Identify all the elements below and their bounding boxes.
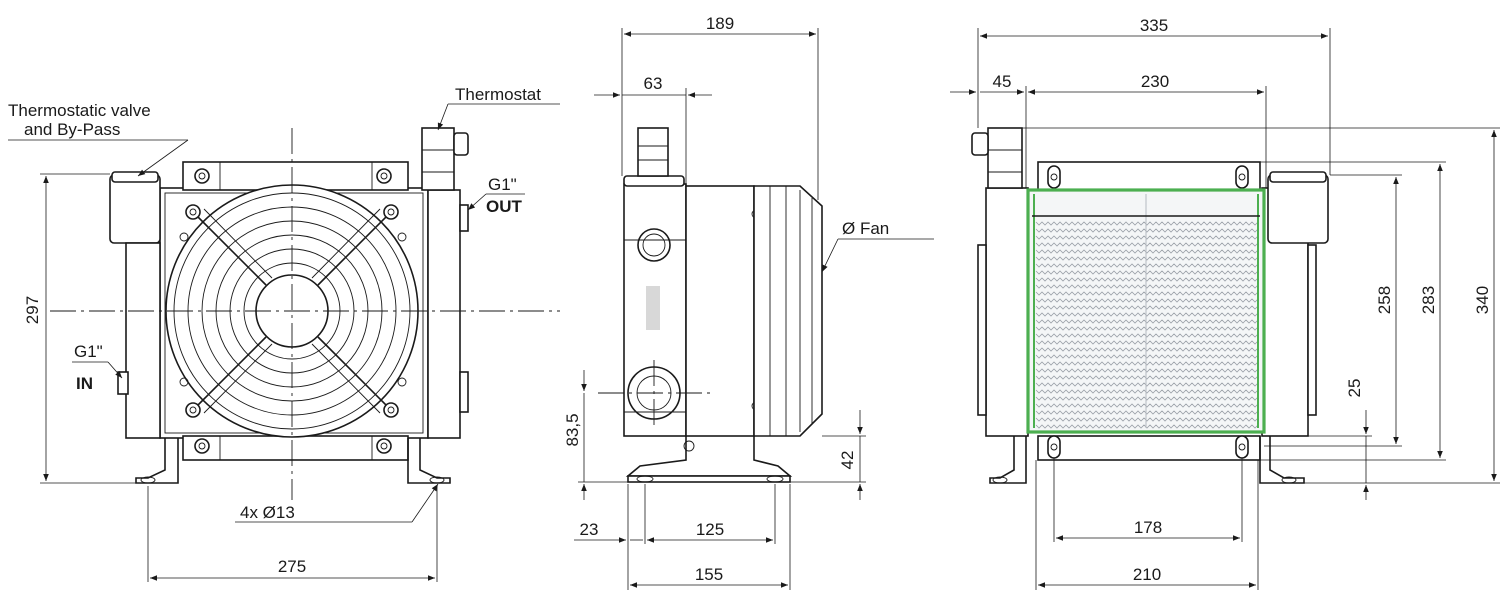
label-mounting-holes: 4x Ø13 (240, 503, 295, 522)
dim-rear-foot-width: 210 (1133, 565, 1161, 584)
side-shroud (685, 185, 755, 437)
dim-side-depth: 189 (706, 14, 734, 33)
label-outlet: OUT (486, 197, 523, 216)
front-view: 297 275 4x Ø13 Thermostatic valve and By… (8, 85, 560, 582)
dim-rear-core-width: 230 (1141, 72, 1169, 91)
label-inlet: IN (76, 374, 93, 393)
label-outlet-thread: G1" (488, 175, 517, 194)
dim-side-port-height: 83,5 (563, 413, 582, 446)
rear-view: 335 45 230 258 283 340 25 178 (950, 16, 1500, 590)
dim-side-foot-height: 42 (838, 451, 857, 470)
dim-rear-core-height: 258 (1375, 286, 1394, 314)
label-inlet-thread: G1" (74, 342, 103, 361)
guard-bolts (179, 168, 407, 454)
side-view: 189 63 83,5 42 23 125 155 Ø Fan (563, 14, 934, 590)
side-thermostat (637, 127, 669, 177)
outlet-port (459, 204, 469, 232)
rear-valve-block (1267, 174, 1329, 244)
dim-rear-total-height: 340 (1473, 286, 1492, 314)
thermostatic-valve-block (109, 174, 161, 244)
dim-rear-hole-spacing: 178 (1134, 518, 1162, 537)
rear-left-tank (985, 187, 1029, 437)
rear-thermostat (987, 127, 1023, 189)
dim-side-hole-spacing: 125 (696, 520, 724, 539)
front-bottom-bracket (182, 435, 409, 461)
dim-rear-total-width: 335 (1140, 16, 1168, 35)
front-left-foot (135, 438, 179, 484)
side-foot (625, 436, 793, 477)
dim-side-foot-offset: 23 (580, 520, 599, 539)
label-thermostat: Thermostat (455, 85, 541, 104)
dim-side-thermostat-offset: 63 (644, 74, 663, 93)
radiator-fins (1035, 194, 1259, 429)
label-fan: Ø Fan (842, 219, 889, 238)
inlet-port (117, 371, 129, 395)
rear-bottom-bar (1037, 435, 1261, 461)
label-thermostatic-valve-1: Thermostatic valve (8, 101, 151, 120)
dim-front-width: 275 (278, 557, 306, 576)
thermostat-body (421, 127, 455, 191)
dim-rear-height-283: 283 (1419, 286, 1438, 314)
dim-front-height: 297 (23, 296, 42, 324)
radiator-core-frame (1026, 188, 1266, 434)
blurred-label (646, 286, 660, 330)
dim-rear-offset: 45 (993, 72, 1012, 91)
front-right-foot (407, 438, 451, 484)
dim-rear-bottom-offset: 25 (1345, 379, 1364, 398)
rear-top-bar (1037, 161, 1261, 191)
label-thermostatic-valve-2: and By-Pass (24, 120, 120, 139)
front-right-tank (427, 189, 461, 439)
rear-left-foot (989, 436, 1027, 484)
rear-right-foot (1259, 436, 1305, 484)
front-left-tank (125, 242, 161, 439)
dim-side-foot-length: 155 (695, 565, 723, 584)
